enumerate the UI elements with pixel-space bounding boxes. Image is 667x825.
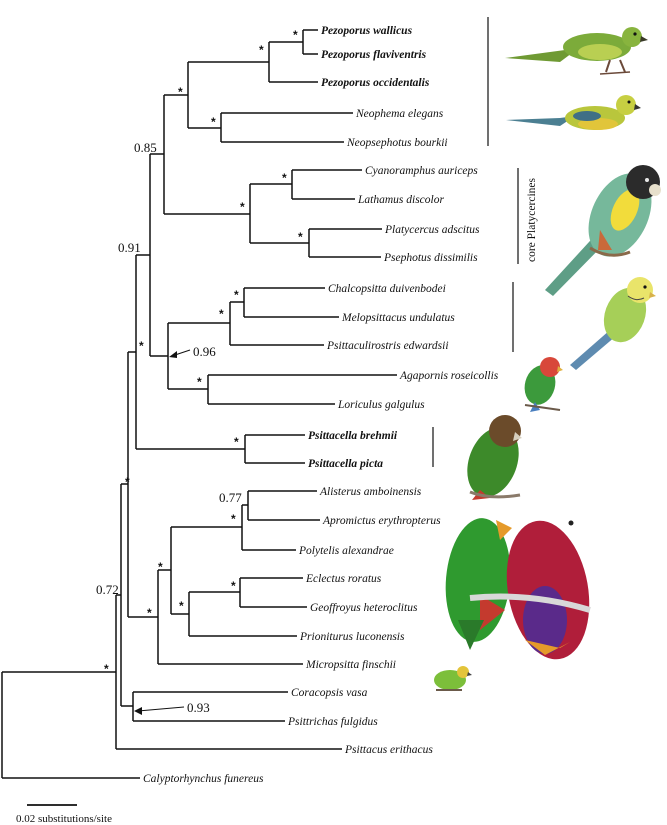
pezoporus-parrot-illustration [505,27,648,74]
support-star: * [240,200,245,214]
tip-label-melopsittacus-undulatus: Melopsittacus undulatus [341,312,455,324]
tip-label-psittacus-erithacus: Psittacus erithacus [344,744,433,756]
tip-label-agapornis-roseicollis: Agapornis roseicollis [399,370,499,382]
tip-label-apromictus-erythropterus: Apromictus erythropterus [322,515,441,527]
tip-label-psittacella-picta: Psittacella picta [308,458,383,470]
support-star: * [211,115,216,129]
tip-label-pezoporus-flaviventris: Pezoporus flaviventris [321,49,427,61]
tip-label-prioniturus-luconensis: Prioniturus luconensis [299,631,405,643]
micropsitta-illustration [434,666,472,690]
support-value-096: 0.96 [193,344,216,359]
tip-label-alisterus-amboinensis: Alisterus amboinensis [319,486,422,498]
support-star: * [179,599,184,613]
tip-label-psittrichas-fulgidus: Psittrichas fulgidus [287,716,378,728]
support-value-085: 0.85 [134,140,157,155]
support-star: * [104,662,109,676]
arrow-093-head [134,707,142,715]
support-star: * [219,307,224,321]
support-star: * [139,339,144,353]
group-label-core-platycercines: core Platycercines [526,178,538,262]
tip-label-chalcopsitta-duivenbodei: Chalcopsitta duivenbodei [328,283,446,295]
support-star: * [158,560,163,574]
arrow-096-head [169,351,177,358]
tip-label-micropsitta-finschii: Micropsitta finschii [305,659,396,671]
support-star: * [197,375,202,389]
tip-label-psittacella-brehmii: Psittacella brehmii [308,430,398,442]
psittacella-illustration [458,415,528,504]
tip-label-neophema-elegans: Neophema elegans [355,108,444,120]
support-value-091: 0.91 [118,240,141,255]
support-arrows [134,350,190,715]
support-star: * [178,85,183,99]
tip-label-platycercus-adscitus: Platycercus adscitus [384,224,480,236]
tip-label-loriculus-galgulus: Loriculus galgulus [337,399,425,411]
support-star: * [231,512,236,526]
tip-label-coracopsis-vasa: Coracopsis vasa [291,687,368,699]
tip-label-psephotus-dissimilis: Psephotus dissimilis [383,252,478,264]
support-star: * [282,171,287,185]
budgerigar-illustration [570,277,656,370]
arrow-093 [138,707,184,711]
eclectus-pair-illustration [441,514,600,666]
lovebird-illustration [520,357,563,412]
support-value-077: 0.77 [219,490,242,505]
tip-label-cyanoramphus-auriceps: Cyanoramphus auriceps [365,165,478,177]
tip-label-pezoporus-wallicus: Pezoporus wallicus [321,25,413,37]
support-value-072: 0.72 [96,582,119,597]
support-star: * [147,606,152,620]
tip-label-psittaculirostris-edwardsii: Psittaculirostris edwardsii [326,340,449,352]
tip-label-calyptorhynchus-funereus: Calyptorhynchus funereus [143,773,264,785]
tip-label-polytelis-alexandrae: Polytelis alexandrae [298,545,394,557]
support-star: * [298,230,303,244]
group-brackets [433,17,518,467]
support-values: * * * * 0.85 * * * 0.91 * * * 0.96 * * *… [96,28,303,715]
tip-label-neopsephotus-bourkii: Neopsephotus bourkii [346,137,448,149]
tip-label-eclectus-roratus: Eclectus roratus [305,573,382,585]
support-star: * [259,43,264,57]
support-star: * [293,28,298,42]
neophema-parrot-illustration [506,95,641,130]
tip-label-geoffroyus-heteroclitus: Geoffroyus heteroclitus [310,602,418,614]
scale-bar-label: 0.02 substitutions/site [16,813,112,825]
support-star: * [234,435,239,449]
tip-label-lathamus-discolor: Lathamus discolor [357,194,444,206]
support-star: * [231,579,236,593]
platycercine-parrot-illustration [545,163,664,296]
tip-label-pezoporus-occidentalis: Pezoporus occidentalis [321,77,430,89]
support-star: * [234,288,239,302]
support-star: * [125,475,130,489]
support-value-093: 0.93 [187,700,210,715]
